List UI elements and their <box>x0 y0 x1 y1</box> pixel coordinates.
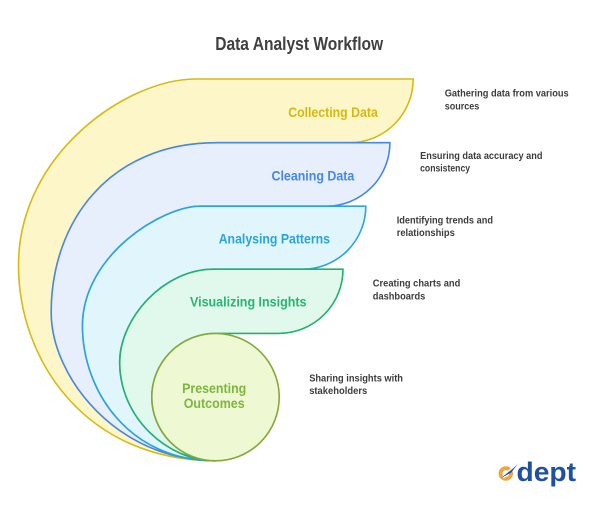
svg-text:sources: sources <box>445 101 480 112</box>
svg-text:dashboards: dashboards <box>373 291 426 302</box>
svg-text:Data Analyst Workflow: Data Analyst Workflow <box>215 33 384 54</box>
svg-text:relationships: relationships <box>397 228 455 239</box>
svg-text:Creating charts and: Creating charts and <box>373 279 461 290</box>
svg-text:Gathering data from various: Gathering data from various <box>445 89 569 100</box>
svg-text:Presenting: Presenting <box>182 380 246 396</box>
svg-text:Cleaning Data: Cleaning Data <box>272 168 355 184</box>
svg-text:Analysing Patterns: Analysing Patterns <box>219 230 330 246</box>
svg-text:Sharing insights with: Sharing insights with <box>309 374 403 385</box>
svg-text:dept: dept <box>517 457 577 487</box>
svg-text:stakeholders: stakeholders <box>309 386 367 397</box>
svg-text:Collecting Data: Collecting Data <box>288 104 378 120</box>
svg-text:Visualizing Insights: Visualizing Insights <box>190 293 307 309</box>
svg-text:Identifying trends and: Identifying trends and <box>397 216 493 227</box>
svg-text:Outcomes: Outcomes <box>184 395 245 411</box>
svg-text:consistency: consistency <box>420 164 471 175</box>
svg-text:Ensuring data accuracy and: Ensuring data accuracy and <box>420 151 542 162</box>
